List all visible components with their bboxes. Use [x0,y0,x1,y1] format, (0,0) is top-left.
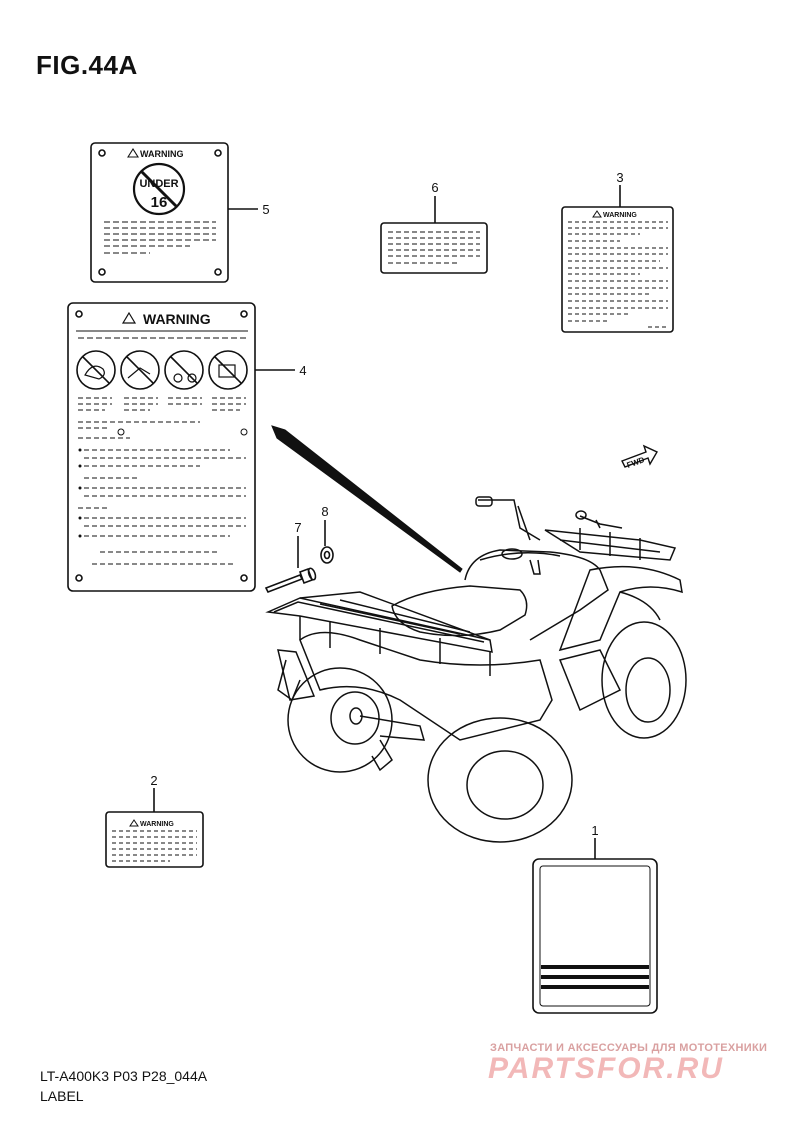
label-5-under-16[interactable] [90,142,229,283]
label-6[interactable] [380,222,488,274]
callout-4: 4 [299,363,306,378]
atv-outline [265,496,687,843]
fwd-arrow-icon [621,444,658,468]
label-3-warning-text: WARNING [603,212,637,219]
label-4-warning-text: WARNING [143,311,211,327]
label-4-large-warning[interactable] [67,302,256,592]
label-2-warning-text: WARNING [140,821,174,828]
prohibition-pictograms [76,350,248,390]
figure-title: FIG.44A [36,50,138,80]
callout-8: 8 [321,504,328,519]
label-texts: WARNING UNDER 16 WARNING WARNING WARNING… [139,149,646,828]
callout-3: 3 [616,170,623,185]
watermark-tagline: ЗАПЧАСТИ И АКСЕССУАРЫ ДЛЯ МОТОТЕХНИКИ [490,1042,768,1054]
label-1[interactable] [532,858,658,1014]
callout-numbers: 1 2 3 4 5 6 7 8 [150,170,623,838]
label-3[interactable] [561,206,674,333]
watermark-logo: PARTSFOR.RU [488,1052,724,1085]
pointer-arrow [271,425,463,573]
callout-7: 7 [294,520,301,535]
label-5-warning-text: WARNING [140,149,184,159]
label-5-age-number: 16 [151,194,168,211]
part-8-washer[interactable] [320,546,334,564]
section-name: LABEL [40,1088,84,1104]
callout-2: 2 [150,773,157,788]
callout-5: 5 [262,202,269,217]
fwd-text: FWD [626,455,646,470]
callout-1: 1 [591,823,598,838]
label-5-under-text: UNDER [139,178,178,190]
part-7-rivet[interactable] [264,567,317,594]
callout-6: 6 [431,180,438,195]
model-code: LT-A400K3 P03 P28_044A [40,1068,208,1084]
